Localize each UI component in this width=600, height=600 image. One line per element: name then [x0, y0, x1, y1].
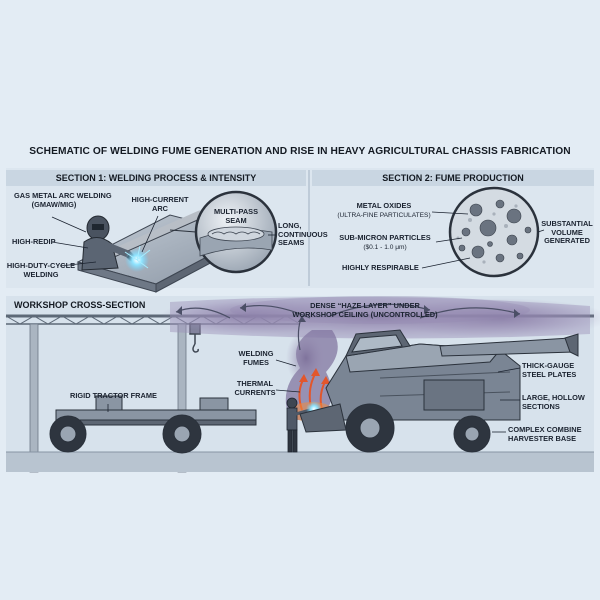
label-volume-line1: SUBSTANTIAL — [541, 219, 593, 228]
label-multipass-line2: SEAM — [225, 215, 247, 225]
label-hollow-line2: SECTIONS — [522, 401, 560, 411]
magnifier-connector — [169, 229, 197, 233]
label-submicron-text: SUB-MICRON PARTICLES — [339, 233, 431, 242]
label-fumes-line2: FUMES — [243, 357, 269, 367]
label-multipass-line1: MULTI-PASS — [213, 207, 259, 216]
label-oxides: METAL OXIDES — [356, 201, 412, 210]
label-combine-base: COMPLEX COMBINE HARVESTER BASE — [508, 425, 582, 443]
label-oxides-sub: (ULTRA-FINE PARTICULATES) — [337, 211, 431, 219]
tractor-frame-illustration — [49, 395, 257, 454]
haze-layer-cloud — [160, 296, 600, 340]
label-high-redip: HIGH-REDIP — [12, 237, 56, 246]
label-seams-line3: SEAMS — [278, 238, 305, 248]
label-hollow-sections: LARGE, HOLLOW SECTIONS — [522, 393, 585, 411]
label-haze-line2: WORKSHOP CEILING (UNCONTROLLED) — [292, 309, 438, 319]
label-haze-line1: DENSE “HAZE LAYER” UNDER — [310, 301, 420, 310]
particle-circle-illustration — [448, 186, 540, 278]
section2-heading: SECTION 2: FUME PRODUCTION — [312, 170, 594, 186]
label-volume-line3: GENERATED — [544, 236, 590, 246]
label-submicron-sub: ($0.1 - 1.0 μm) — [363, 243, 407, 251]
label-duty-line1: HIGH-DUTY-CYCLE — [6, 261, 76, 270]
label-haze-layer: DENSE “HAZE LAYER” UNDER WORKSHOP CEILIN… — [290, 301, 440, 319]
label-respirable: HIGHLY RESPIRABLE — [342, 263, 419, 272]
workshop-welder-figure — [286, 397, 311, 453]
workshop-leaders — [107, 359, 521, 433]
section2-leaders — [421, 211, 545, 269]
section1-heading: SECTION 1: WELDING PROCESS & INTENSITY — [6, 170, 306, 186]
diagram-title: SCHEMATIC OF WELDING FUME GENERATION AND… — [29, 146, 571, 157]
section1-leaders — [51, 215, 276, 267]
label-duty-cycle: HIGH-DUTY-CYCLE WELDING — [6, 261, 76, 279]
label-gmaw: GAS METAL ARC WELDING (GMAW/MIG) — [14, 191, 112, 209]
label-volume: SUBSTANTIAL VOLUME GENERATED — [540, 219, 594, 246]
label-combine-line2: HARVESTER BASE — [508, 433, 577, 443]
label-high-current: HIGH-CURRENT ARC — [128, 195, 192, 213]
label-plates-line1: THICK-GAUGE — [522, 361, 575, 370]
label-thermal-line2: CURRENTS — [234, 387, 276, 397]
label-duty-line2: WELDING — [23, 269, 59, 279]
label-thermal-currents: THERMAL CURRENTS — [232, 379, 278, 397]
label-long-seams: LONG, CONTINUOUS SEAMS — [278, 221, 328, 248]
label-tractor-frame: RIGID TRACTOR FRAME — [70, 391, 157, 400]
workshop-floor — [6, 452, 594, 472]
label-combine-line1: COMPLEX COMBINE — [508, 425, 582, 434]
label-high-current-line2: ARC — [151, 203, 168, 213]
combine-harvester-illustration — [299, 329, 579, 453]
label-plates-line2: STEEL PLATES — [522, 369, 577, 379]
label-thermal-line1: THERMAL — [236, 379, 274, 388]
label-gmaw-line1: GAS METAL ARC WELDING — [14, 191, 112, 200]
label-seams-line2: CONTINUOUS — [278, 229, 328, 239]
haze-flow-arrows — [175, 303, 521, 351]
label-high-current-line1: HIGH-CURRENT — [131, 195, 189, 204]
label-gmaw-line2: (GMAW/MIG) — [31, 199, 77, 209]
label-fumes-line1: WELDING — [238, 349, 274, 358]
label-submicron: SUB-MICRON PARTICLES ($0.1 - 1.0 μm) — [334, 233, 436, 251]
label-welding-fumes: WELDING FUMES — [234, 349, 278, 367]
label-hollow-line1: LARGE, HOLLOW — [522, 393, 585, 402]
spark-rays — [124, 245, 151, 269]
label-seams-line1: LONG, — [278, 221, 302, 230]
workshop-heading: WORKSHOP CROSS-SECTION — [14, 300, 146, 310]
label-metal-oxides: METAL OXIDES (ULTRA-FINE PARTICULATES) — [334, 201, 434, 219]
label-volume-line2: VOLUME — [551, 227, 583, 237]
magnified-seam-inset — [194, 190, 278, 274]
label-steel-plates: THICK-GAUGE STEEL PLATES — [522, 361, 577, 379]
label-multipass: MULTI-PASS SEAM — [206, 207, 266, 225]
